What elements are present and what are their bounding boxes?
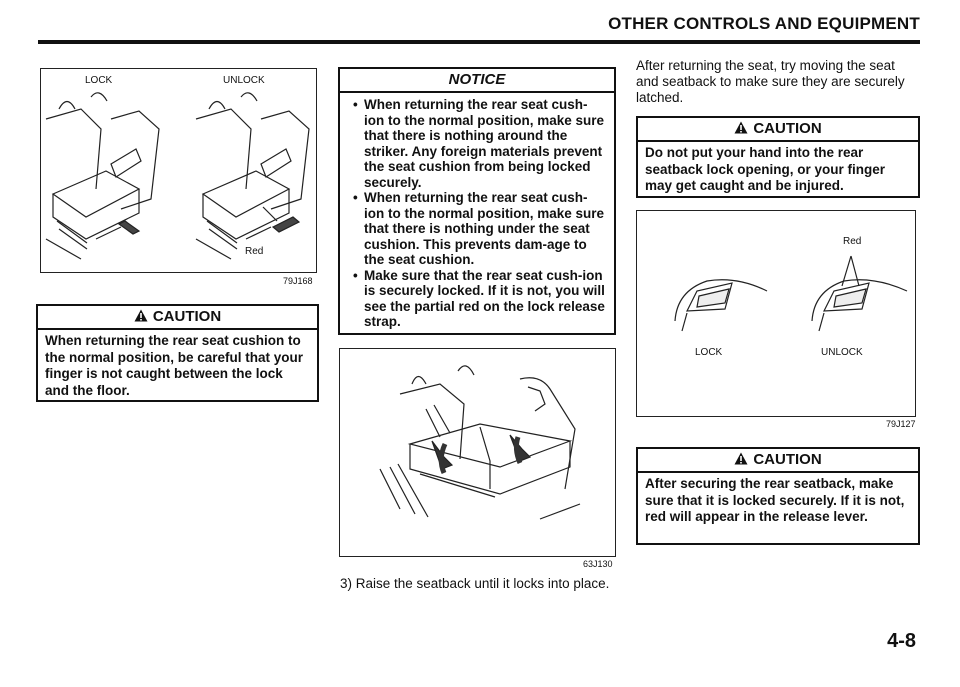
caution-header-right-1: CAUTION	[638, 118, 918, 142]
page-number: 4-8	[887, 630, 916, 652]
figure-lock-label-right: LOCK	[695, 347, 723, 358]
seatback-lock-figure: Red LOCK UNLOCK	[636, 210, 916, 417]
notice-box: NOTICE When returning the rear seat cush…	[338, 67, 616, 335]
figure-lock-label: LOCK	[85, 75, 113, 86]
notice-header: NOTICE	[340, 69, 614, 93]
caution-box-right-1: CAUTION Do not put your hand into the re…	[636, 116, 920, 198]
seat-cushion-illustration	[379, 365, 581, 520]
caution-header-right-2: CAUTION	[638, 449, 918, 473]
figure-red-label: Red	[245, 246, 264, 257]
warning-triangle-icon	[734, 121, 748, 134]
caution-text-left: When returning the rear seat cushion to …	[45, 333, 304, 398]
notice-item: When returning the rear seat cush-ion to…	[353, 190, 607, 268]
caution-title-right-2: CAUTION	[753, 451, 822, 468]
warning-triangle-icon	[734, 452, 748, 465]
seat-cushion-figure	[339, 348, 616, 557]
figure-unlock-label-right: UNLOCK	[821, 347, 863, 358]
intro-text: After returning the seat, try moving the…	[636, 58, 905, 105]
caution-title-left: CAUTION	[152, 308, 222, 325]
caution-box-left: CAUTION When returning the rear seat cus…	[36, 304, 319, 402]
caution-title-right-1: CAUTION	[753, 120, 822, 137]
seat-lock-illustration	[45, 92, 310, 260]
seatback-lever-illustration	[674, 255, 908, 332]
caution-header-left: CAUTION	[38, 306, 317, 330]
seat-lock-figure: LOCK UNLOCK Red	[40, 68, 317, 273]
figure-red-label-right: Red	[843, 236, 862, 247]
figure-code-63j130: 63J130	[583, 559, 613, 569]
figure-unlock-label: UNLOCK	[223, 75, 265, 86]
caution-text-right-2: After securing the rear seatback, make s…	[645, 476, 905, 524]
page-header-title: OTHER CONTROLS AND EQUIPMENT	[608, 14, 920, 33]
notice-item: Make sure that the rear seat cush-ion is…	[353, 268, 607, 330]
figure-code-79j168: 79J168	[283, 276, 313, 286]
caution-box-right-2: CAUTION After securing the rear seatback…	[636, 447, 920, 545]
figure-code-79j127: 79J127	[886, 419, 916, 429]
caution-text-right-1: Do not put your hand into the rear seatb…	[645, 145, 886, 193]
warning-triangle-icon	[134, 309, 148, 322]
step-3-text: 3) Raise the seatback until it locks int…	[340, 576, 610, 591]
header-rule	[38, 40, 920, 44]
notice-item: When returning the rear seat cush-ion to…	[353, 97, 607, 190]
